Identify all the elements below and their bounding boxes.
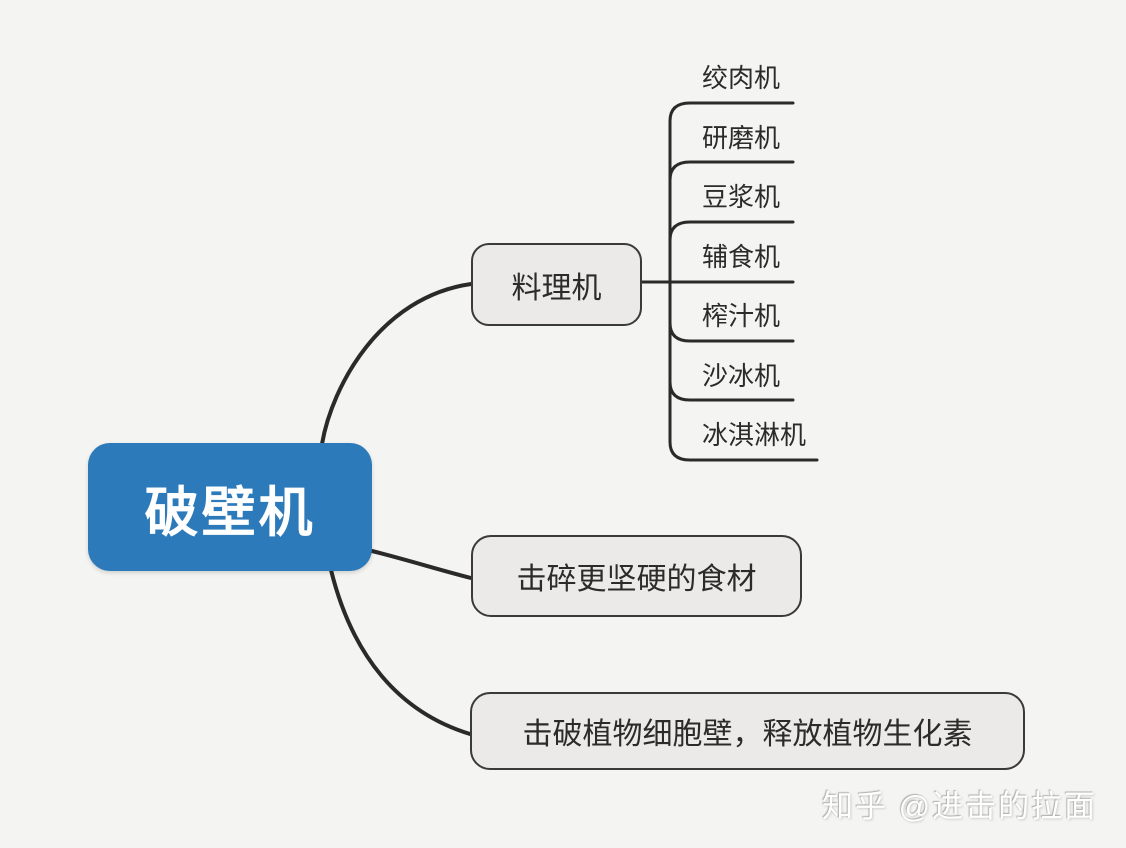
node-child-baby-food-maker[interactable]: 辅食机 xyxy=(702,242,781,272)
edge-root-to-crush xyxy=(370,549,473,580)
node-child-ice-cream-maker[interactable]: 冰淇淋机 xyxy=(702,420,807,450)
node-child-smoothie-maker[interactable]: 沙冰机 xyxy=(702,361,781,391)
node-root[interactable]: 破壁机 xyxy=(88,443,372,571)
watermark: 知乎 @进击的拉面 xyxy=(822,789,1098,824)
node-child-meat-grinder[interactable]: 绞肉机 xyxy=(702,63,781,93)
edge-root-to-cellwall xyxy=(329,568,472,736)
node-child-soymilk-maker[interactable]: 豆浆机 xyxy=(702,182,781,212)
node-branch-crush[interactable]: 击碎更坚硬的食材 xyxy=(471,535,802,617)
node-child-mill[interactable]: 研磨机 xyxy=(702,123,781,153)
node-child-juicer[interactable]: 榨汁机 xyxy=(702,301,781,331)
node-branch-cellwall[interactable]: 击破植物细胞壁，释放植物生化素 xyxy=(470,692,1025,770)
edge-root-to-cooker xyxy=(320,282,473,446)
node-branch-cooker[interactable]: 料理机 xyxy=(471,243,642,326)
